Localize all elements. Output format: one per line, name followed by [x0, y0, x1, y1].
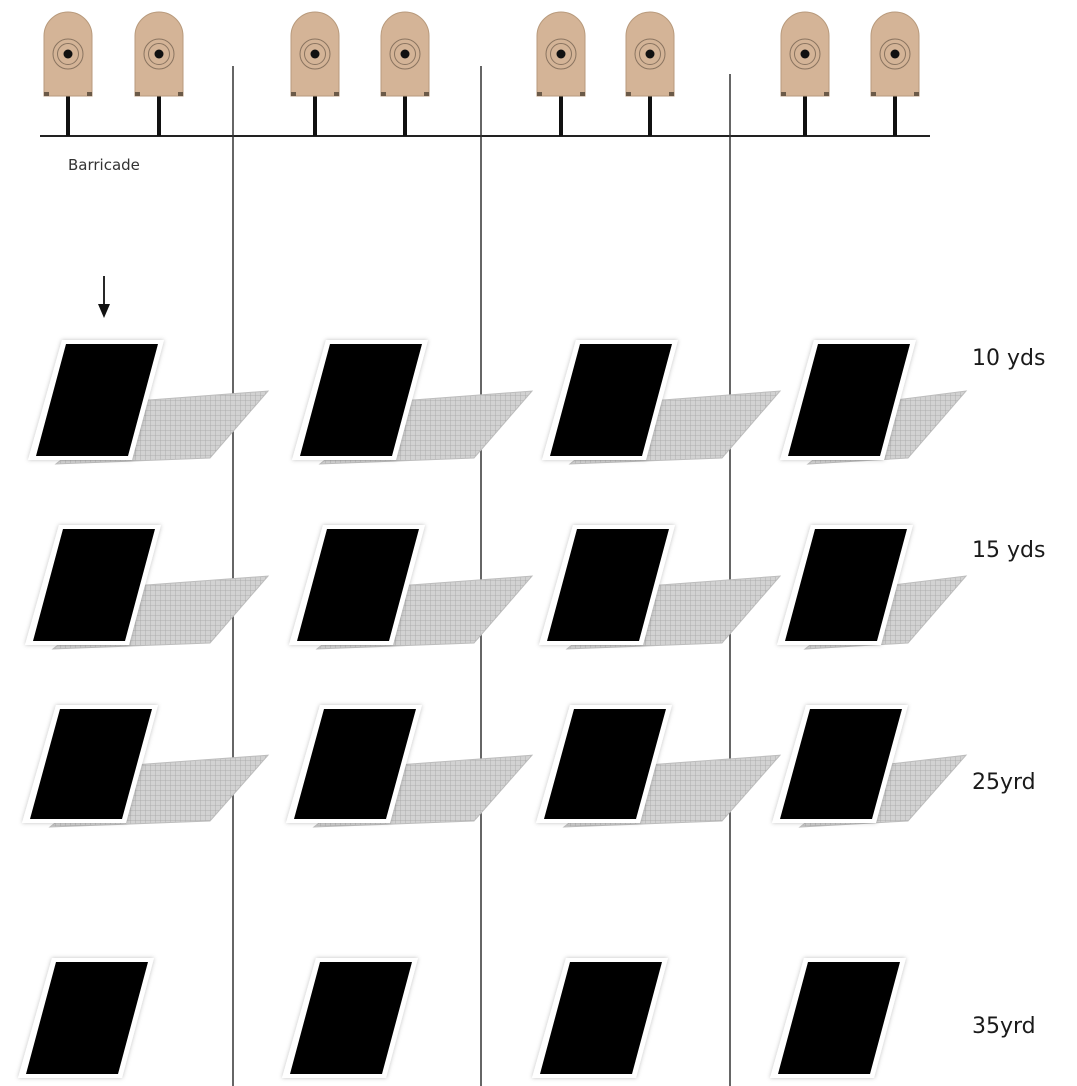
- distance-label-35: 35yrd: [972, 1014, 1036, 1039]
- barricade-label: Barricade: [68, 156, 140, 174]
- shooting-mat: [22, 705, 268, 827]
- shooting-mat: [28, 340, 268, 464]
- paper-target-icon: [44, 12, 92, 136]
- paper-target-icon: [381, 12, 429, 136]
- shooting-mat: [539, 525, 780, 649]
- shooting-mat: [780, 340, 966, 464]
- shooting-mat: [25, 525, 268, 649]
- shooting-mat: [777, 525, 966, 649]
- shooting-mat: [18, 958, 154, 1078]
- paper-target-icon: [537, 12, 585, 136]
- paper-target-icon: [871, 12, 919, 136]
- shooting-mat: [289, 525, 532, 649]
- shooting-mat: [282, 958, 418, 1078]
- mat-group: [18, 340, 966, 1078]
- distance-label-10: 10 yds: [972, 346, 1045, 371]
- distance-label-25: 25yrd: [972, 770, 1036, 795]
- paper-target-icon: [291, 12, 339, 136]
- shooting-mat: [770, 958, 906, 1078]
- shooting-mat: [292, 340, 532, 464]
- shooting-mat: [772, 705, 966, 827]
- shooting-mat: [532, 958, 668, 1078]
- paper-target-icon: [626, 12, 674, 136]
- shooting-mat: [286, 705, 532, 827]
- paper-target-icon: [781, 12, 829, 136]
- distance-label-15: 15 yds: [972, 538, 1045, 563]
- down-arrow-icon: [98, 276, 110, 318]
- shooting-mat: [542, 340, 780, 464]
- paper-target-icon: [135, 12, 183, 136]
- shooting-mat: [536, 705, 780, 827]
